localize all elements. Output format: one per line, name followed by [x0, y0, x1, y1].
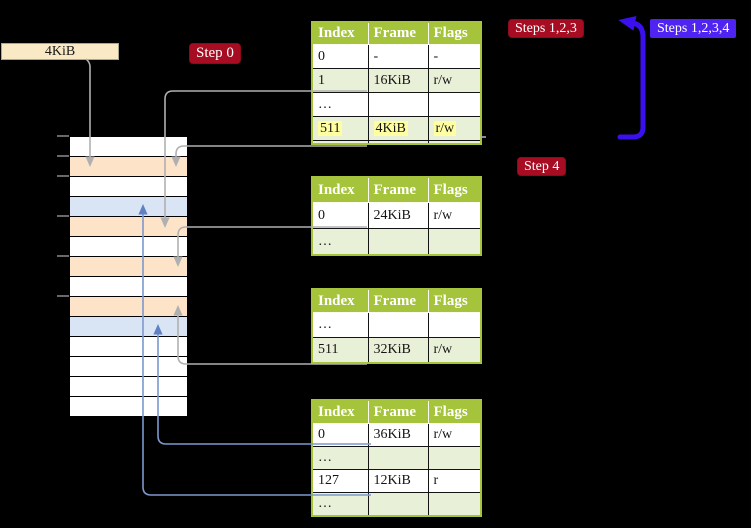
table-header-row: Index Frame Flags [311, 288, 482, 313]
memory-column [69, 136, 188, 417]
page-size-box: 4KiB [1, 43, 119, 60]
table-header-row: Index Frame Flags [311, 399, 482, 424]
memory-row-blue [70, 197, 187, 217]
page-table-4: Index Frame Flags 0 36KiB r/w … 127 12Ki… [311, 399, 482, 517]
table-row: 0 36KiB r/w [311, 423, 482, 447]
cell: … [311, 492, 369, 517]
header-cell-index: Index [311, 176, 369, 203]
header-cell-flags: Flags [427, 288, 482, 313]
steps123-badge: Steps 1,2,3 [508, 19, 584, 38]
highlight: 4KiB [373, 120, 408, 136]
memory-row-peach [70, 217, 187, 237]
header-cell-flags: Flags [427, 21, 482, 45]
memory-row-white [70, 177, 187, 197]
memory-row-white [70, 377, 187, 397]
cell: 12KiB [367, 469, 429, 493]
table-row: … [311, 492, 482, 517]
cell: 24KiB [367, 202, 429, 229]
cell [427, 492, 482, 517]
loop-arrow-steps [617, 16, 646, 140]
cell: 0 [311, 202, 369, 229]
memory-row-peach [70, 257, 187, 277]
cell [367, 92, 429, 117]
cell: … [311, 312, 369, 338]
header-cell-flags: Flags [427, 399, 482, 424]
header-cell-index: Index [311, 21, 369, 45]
step4-badge: Step 4 [517, 157, 567, 176]
header-cell-index: Index [311, 399, 369, 424]
cell: r/w [427, 68, 482, 93]
cell: - [427, 44, 482, 69]
memory-row-peach [70, 157, 187, 177]
cell: 0 [311, 44, 369, 69]
header-cell-index: Index [311, 288, 369, 313]
cell: 16KiB [367, 68, 429, 93]
highlight: 511 [318, 120, 343, 136]
header-cell-frame: Frame [367, 176, 429, 203]
tick-marks [57, 135, 69, 297]
cell: - [367, 44, 429, 69]
steps1234-badge: Steps 1,2,3,4 [650, 19, 737, 38]
header-cell-frame: Frame [367, 21, 429, 45]
memory-row-white [70, 357, 187, 377]
cell: r/w [427, 116, 482, 141]
table-header-row: Index Frame Flags [311, 21, 482, 45]
table-row: 127 12KiB r [311, 469, 482, 493]
table-row-partial [311, 140, 482, 145]
cell [367, 312, 429, 338]
cell: r/w [427, 202, 482, 229]
memory-row-white [70, 397, 187, 416]
cell: r/w [427, 423, 482, 447]
memory-row-white [70, 137, 187, 157]
cell: 36KiB [367, 423, 429, 447]
table-header-row: Index Frame Flags [311, 176, 482, 203]
cell: r [427, 469, 482, 493]
cell: 0 [311, 423, 369, 447]
cell [367, 228, 429, 256]
cell: 1 [311, 68, 369, 93]
cell [367, 446, 429, 470]
cell: r/w [427, 337, 482, 364]
cell: … [311, 228, 369, 256]
cell: 127 [311, 469, 369, 493]
cell: 32KiB [367, 337, 429, 364]
page-table-3: Index Frame Flags … 511 32KiB r/w [311, 288, 482, 364]
cell: … [311, 92, 369, 117]
page-table-1: Index Frame Flags 0 - - 1 16KiB r/w … [311, 21, 482, 145]
page-table-2: Index Frame Flags 0 24KiB r/w … [311, 176, 482, 256]
cell: 4KiB [367, 116, 429, 141]
memory-row-white [70, 237, 187, 257]
cell: … [311, 446, 369, 470]
cell [427, 228, 482, 256]
cell: 511 [311, 116, 369, 141]
highlight: r/w [433, 120, 457, 136]
header-cell-frame: Frame [367, 288, 429, 313]
table-row: … [311, 312, 482, 338]
step0-badge: Step 0 [189, 43, 241, 64]
memory-row-white [70, 337, 187, 357]
table-row: 0 - - [311, 44, 482, 69]
table-row-highlighted: 511 4KiB r/w [311, 116, 482, 141]
table-row: … [311, 228, 482, 256]
header-cell-frame: Frame [367, 399, 429, 424]
cell [427, 312, 482, 338]
table-row: 0 24KiB r/w [311, 202, 482, 229]
line-t1-index511 [171, 145, 367, 167]
header-cell-flags: Flags [427, 176, 482, 203]
cell [427, 446, 482, 470]
table-row: … [311, 446, 482, 470]
table-row: … [311, 92, 482, 117]
cell [427, 92, 482, 117]
memory-row-white [70, 277, 187, 297]
memory-row-blue [70, 317, 187, 337]
memory-row-peach [70, 297, 187, 317]
table-row: 511 32KiB r/w [311, 337, 482, 364]
table-row: 1 16KiB r/w [311, 68, 482, 93]
cell: 511 [311, 337, 369, 364]
cell [367, 492, 429, 517]
